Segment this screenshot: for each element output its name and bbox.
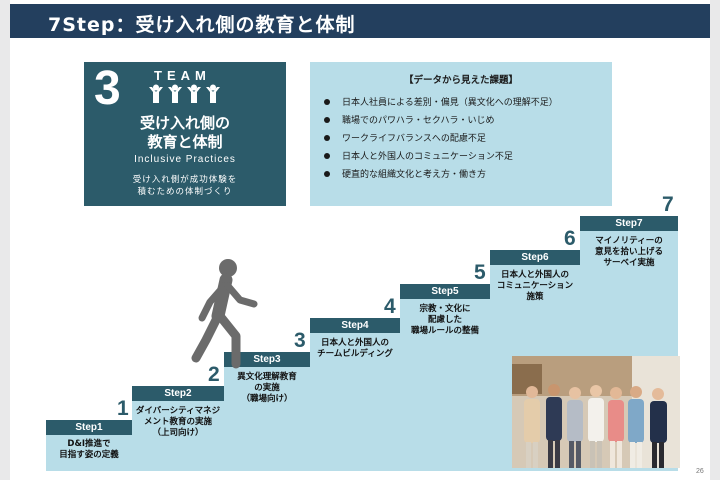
team-description-line2: 積むための体制づくり — [137, 187, 233, 197]
team-box: 3 TEAM 受け入れ側の 教育と体制 Inclusive Practices … — [84, 62, 286, 206]
page-number: 26 — [696, 468, 704, 475]
title-bar: 7Step：受け入れ側の教育と体制 — [10, 4, 710, 38]
team-description: 受け入れ側が成功体験を 積むための体制づくり — [84, 174, 286, 198]
team-description-line1: 受け入れ側が成功体験を — [132, 175, 238, 185]
step-desc-line: 配慮した — [427, 315, 462, 325]
bullet-icon — [324, 116, 330, 123]
team-heading-line2: 教育と体制 — [147, 133, 223, 151]
step-desc-line: 目指す姿の定義 — [59, 450, 119, 460]
slide: 7Step：受け入れ側の教育と体制 3 TEAM 受け入れ側の 教育と体制 In… — [10, 0, 710, 480]
team-english-subtitle: Inclusive Practices — [134, 154, 236, 165]
issue-text: 日本人と外国人のコミュニケーション不足 — [342, 152, 513, 162]
step-label-1: Step1 — [46, 420, 132, 435]
step-number-2: 2 — [208, 363, 220, 386]
issues-box: 【データから見えた課題】 日本人社員による差別・偏見（異文化への理解不足） 職場… — [310, 62, 612, 206]
step-desc-line: メント教育の実施 — [143, 417, 212, 427]
team-label: TEAM — [154, 68, 211, 83]
step-number-4: 4 — [384, 295, 396, 318]
issue-item: 職場でのパワハラ・セクハラ・いじめ — [324, 112, 558, 130]
bullet-icon — [324, 152, 330, 159]
issue-text: 硬直的な組織文化と考え方・働き方 — [342, 170, 487, 180]
step-desc-2: ダイバーシティマネジ メント教育の実施 （上司向け） — [132, 406, 224, 439]
step-number-6: 6 — [564, 227, 576, 250]
bullet-icon — [324, 134, 330, 141]
issue-text: ワークライフバランスへの配慮不足 — [342, 134, 486, 144]
issue-text: 日本人社員による差別・偏見（異文化への理解不足） — [342, 98, 558, 108]
step-number-7: 7 — [662, 193, 674, 216]
step-desc-line: （上司向け） — [152, 428, 204, 438]
step-desc-line: の実施 — [254, 383, 280, 393]
step-body-2 — [132, 401, 224, 471]
step-desc-line: マイノリティーの — [595, 236, 663, 246]
step-number-3: 3 — [294, 329, 306, 352]
issue-text: 職場でのパワハラ・セクハラ・いじめ — [342, 116, 495, 126]
step-body-5 — [400, 299, 490, 471]
step-body-1 — [46, 435, 132, 471]
step-desc-line: 日本人と外国人の — [320, 338, 389, 348]
step-desc-4: 日本人と外国人の チームビルディング — [310, 338, 400, 360]
step-label-5: Step5 — [400, 284, 490, 299]
issue-item: ワークライフバランスへの配慮不足 — [324, 130, 558, 148]
step-desc-line: 日本人と外国人の — [500, 270, 569, 280]
step-desc-line: ダイバーシティマネジ — [135, 406, 221, 416]
issue-item: 日本人と外国人のコミュニケーション不足 — [324, 148, 558, 166]
step-body-3 — [224, 367, 310, 471]
step-desc-3: 異文化理解教育 の実施 （職場向け） — [224, 372, 310, 405]
step-desc-line: コミュニケーション — [496, 281, 574, 291]
step-label-6: Step6 — [490, 250, 580, 265]
step-desc-line: D&I推進で — [67, 439, 111, 449]
step-label-2: Step2 — [132, 386, 224, 401]
page-title: 7Step：受け入れ側の教育と体制 — [48, 14, 356, 36]
bullet-icon — [324, 170, 330, 177]
step-label-4: Step4 — [310, 318, 400, 333]
step-desc-7: マイノリティーの 意見を拾い上げる サーベイ実施 — [580, 236, 678, 269]
issue-item: 硬直的な組織文化と考え方・働き方 — [324, 166, 558, 184]
team-number: 3 — [94, 62, 121, 115]
step-desc-line: 異文化理解教育 — [237, 372, 297, 382]
step-desc-line: 意見を拾い上げる — [594, 247, 663, 257]
step-label-3: Step3 — [224, 352, 310, 367]
step-desc-line: 施策 — [526, 292, 544, 302]
step-desc-line: （職場向け） — [241, 394, 293, 404]
step-desc-6: 日本人と外国人の コミュニケーション 施策 — [490, 270, 580, 303]
step-desc-line: チームビルディング — [317, 349, 393, 359]
issue-item: 日本人社員による差別・偏見（異文化への理解不足） — [324, 94, 558, 112]
step-desc-line: 職場ルールの整備 — [410, 326, 479, 336]
step-desc-line: 宗教・文化に — [419, 304, 471, 314]
team-heading: 受け入れ側の 教育と体制 — [84, 114, 286, 152]
issues-list: 日本人社員による差別・偏見（異文化への理解不足） 職場でのパワハラ・セクハラ・い… — [324, 94, 558, 184]
walking-person-icon — [191, 259, 258, 369]
step-number-1: 1 — [117, 397, 129, 420]
bullet-icon — [324, 98, 330, 105]
step-number-5: 5 — [474, 261, 486, 284]
step-body-4 — [310, 333, 400, 471]
step-desc-1: D&I推進で 目指す姿の定義 — [46, 439, 132, 461]
team-people-icon — [149, 84, 220, 103]
team-photo — [512, 356, 680, 468]
step-label-7: Step7 — [580, 216, 678, 231]
step-desc-line: サーベイ実施 — [603, 258, 655, 268]
issues-title: 【データから見えた課題】 — [403, 75, 518, 86]
team-heading-line1: 受け入れ側の — [139, 114, 230, 132]
step-desc-5: 宗教・文化に 配慮した 職場ルールの整備 — [400, 304, 490, 337]
